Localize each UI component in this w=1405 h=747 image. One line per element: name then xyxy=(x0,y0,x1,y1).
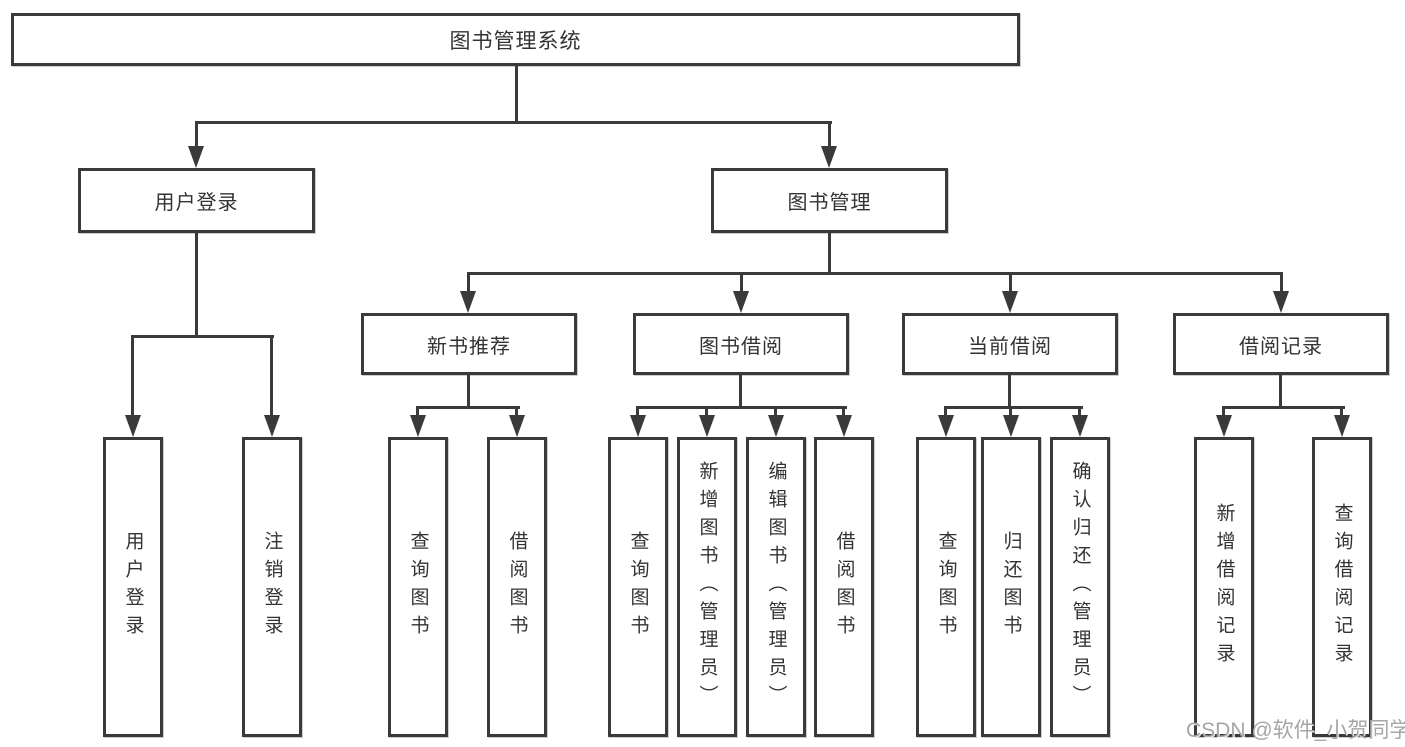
arrowhead-book-management xyxy=(821,146,837,168)
leaf-borrow-book-2-label: 借阅图书 xyxy=(833,531,855,643)
arrowhead-leaf-logout xyxy=(264,415,280,437)
connector-drop-book-borrow xyxy=(740,272,743,293)
node-library-system: 图书管理系统 xyxy=(11,13,1020,66)
leaf-user-login-label: 用户登录 xyxy=(122,531,144,643)
node-book-management: 图书管理 xyxy=(711,168,948,233)
leaf-logout-label: 注销登录 xyxy=(261,531,283,643)
arrowhead-cb-confirm xyxy=(1072,415,1088,437)
leaf-add-book-admin-label: 新增图书（管理员） xyxy=(696,461,718,713)
connector-drop-br-query xyxy=(1340,406,1343,417)
connector-drop-bw-add xyxy=(705,406,708,417)
connector-drop-bw-borrow xyxy=(842,406,845,417)
connector-drop-leaf-user-login xyxy=(131,335,134,417)
connector-drop-leaf-logout xyxy=(270,335,273,417)
arrowhead-br-add xyxy=(1216,415,1232,437)
node-new-book-recommend-label: 新书推荐 xyxy=(427,335,511,358)
connector-root-stem xyxy=(515,66,518,121)
node-book-borrow: 图书借阅 xyxy=(633,313,849,375)
leaf-query-book-3: 查询图书 xyxy=(916,437,976,737)
arrowhead-bw-add xyxy=(699,415,715,437)
node-borrow-records: 借阅记录 xyxy=(1173,313,1389,375)
csdn-watermark: CSDN @软件_小贺同学 xyxy=(1186,719,1405,742)
leaf-borrow-book-1-label: 借阅图书 xyxy=(506,531,528,643)
connector-new-book-branch xyxy=(416,406,520,409)
arrowhead-br-query xyxy=(1334,415,1350,437)
node-current-borrow: 当前借阅 xyxy=(902,313,1118,375)
connector-book-management-stem xyxy=(828,233,831,272)
leaf-query-borrow-record: 查询借阅记录 xyxy=(1312,437,1372,737)
connector-drop-nb-borrow xyxy=(515,406,518,417)
arrowhead-cb-query xyxy=(938,415,954,437)
leaf-confirm-return-admin-label: 确认归还（管理员） xyxy=(1069,461,1091,713)
connector-drop-bw-edit xyxy=(774,406,777,417)
connector-drop-br-add xyxy=(1222,406,1225,417)
arrowhead-borrow-records xyxy=(1273,291,1289,313)
leaf-edit-book-admin: 编辑图书（管理员） xyxy=(746,437,806,737)
arrowhead-bw-borrow xyxy=(836,415,852,437)
node-book-management-label: 图书管理 xyxy=(787,192,872,214)
leaf-query-book-3-label: 查询图书 xyxy=(935,531,957,643)
leaf-query-book-1: 查询图书 xyxy=(388,437,448,737)
connector-drop-borrow-records xyxy=(1280,272,1283,293)
node-library-system-label: 图书管理系统 xyxy=(449,29,582,53)
connector-drop-current-borrow xyxy=(1009,272,1012,293)
connector-drop-cb-return xyxy=(1009,406,1012,417)
connector-user-login-branch xyxy=(131,335,274,338)
arrowhead-nb-borrow xyxy=(509,415,525,437)
leaf-user-login: 用户登录 xyxy=(103,437,163,737)
arrowhead-cb-return xyxy=(1003,415,1019,437)
connector-user-login-stem xyxy=(195,233,198,335)
node-user-login-label: 用户登录 xyxy=(154,192,239,214)
node-new-book-recommend: 新书推荐 xyxy=(361,313,577,375)
leaf-return-book-label: 归还图书 xyxy=(1000,531,1022,643)
arrowhead-nb-query xyxy=(410,415,426,437)
connector-book-borrow-branch xyxy=(636,406,847,409)
connector-drop-bw-query xyxy=(636,406,639,417)
leaf-borrow-book-1: 借阅图书 xyxy=(487,437,547,737)
arrowhead-book-borrow xyxy=(733,291,749,313)
leaf-add-borrow-record-label: 新增借阅记录 xyxy=(1213,503,1235,671)
leaf-query-book-2: 查询图书 xyxy=(608,437,668,737)
leaf-query-book-1-label: 查询图书 xyxy=(407,531,429,643)
arrowhead-bw-query xyxy=(630,415,646,437)
node-user-login: 用户登录 xyxy=(78,168,315,233)
connector-drop-cb-query xyxy=(944,406,947,417)
connector-borrow-records-branch xyxy=(1222,406,1345,409)
connector-borrow-records-stem xyxy=(1279,375,1282,406)
connector-drop-nb-query xyxy=(416,406,419,417)
leaf-add-borrow-record: 新增借阅记录 xyxy=(1194,437,1254,737)
connector-current-borrow-stem xyxy=(1008,375,1011,406)
leaf-confirm-return-admin: 确认归还（管理员） xyxy=(1050,437,1110,737)
leaf-return-book: 归还图书 xyxy=(981,437,1041,737)
arrowhead-user-login xyxy=(188,146,204,168)
arrowhead-new-book xyxy=(460,291,476,313)
leaf-borrow-book-2: 借阅图书 xyxy=(814,437,874,737)
connector-current-borrow-branch xyxy=(944,406,1083,409)
arrowhead-bw-edit xyxy=(768,415,784,437)
arrowhead-current-borrow xyxy=(1002,291,1018,313)
connector-drop-cb-confirm xyxy=(1078,406,1081,417)
connector-root-branch xyxy=(195,121,832,124)
connector-drop-book-management xyxy=(828,121,831,148)
connector-drop-new-book xyxy=(467,272,470,293)
leaf-add-book-admin: 新增图书（管理员） xyxy=(677,437,737,737)
node-borrow-records-label: 借阅记录 xyxy=(1239,335,1323,358)
connector-book-management-branch xyxy=(467,272,1283,275)
node-book-borrow-label: 图书借阅 xyxy=(699,335,783,358)
leaf-edit-book-admin-label: 编辑图书（管理员） xyxy=(765,461,787,713)
leaf-logout: 注销登录 xyxy=(242,437,302,737)
connector-drop-user-login xyxy=(195,121,198,148)
leaf-query-book-2-label: 查询图书 xyxy=(627,531,649,643)
leaf-query-borrow-record-label: 查询借阅记录 xyxy=(1331,503,1353,671)
arrowhead-leaf-user-login xyxy=(125,415,141,437)
node-current-borrow-label: 当前借阅 xyxy=(968,335,1052,358)
connector-new-book-stem xyxy=(467,375,470,406)
connector-book-borrow-stem xyxy=(739,375,742,406)
